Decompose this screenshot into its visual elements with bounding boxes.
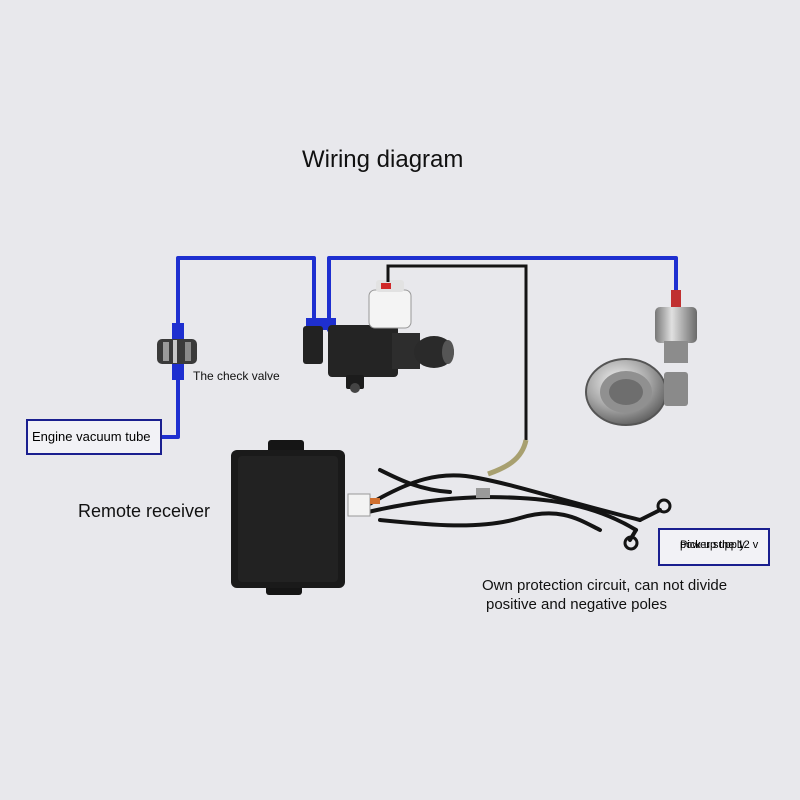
exhaust-cutout-valve — [585, 290, 697, 426]
check-valve-label: The check valve — [193, 369, 280, 383]
solenoid-valve — [303, 280, 454, 393]
power-supply-label: Pick up the 12 v power supply — [670, 534, 766, 551]
protection-note-line1: Own protection circuit, can not divide — [482, 577, 728, 594]
remote-receiver-label: Remote receiver — [78, 501, 211, 521]
page-title: Wiring diagram — [302, 146, 464, 173]
power-supply-label-line2: power supply — [680, 539, 745, 551]
engine-vacuum-tube-label-box: Engine vacuum tube — [26, 419, 162, 455]
protection-note-line2: positive and negative poles — [486, 596, 667, 613]
check-valve — [157, 323, 197, 380]
power-supply-label-line1: Pick up the 12 v — [680, 539, 759, 551]
engine-vacuum-tube-label: Engine vacuum tube — [32, 429, 151, 444]
harness-connector — [347, 488, 490, 517]
ring-terminal — [623, 498, 672, 551]
wiring-harness — [364, 468, 662, 542]
power-supply-label-box: Pick up the 12 v power supply — [658, 528, 770, 566]
remote-receiver-box — [231, 440, 345, 595]
solenoid-wire — [386, 264, 529, 477]
